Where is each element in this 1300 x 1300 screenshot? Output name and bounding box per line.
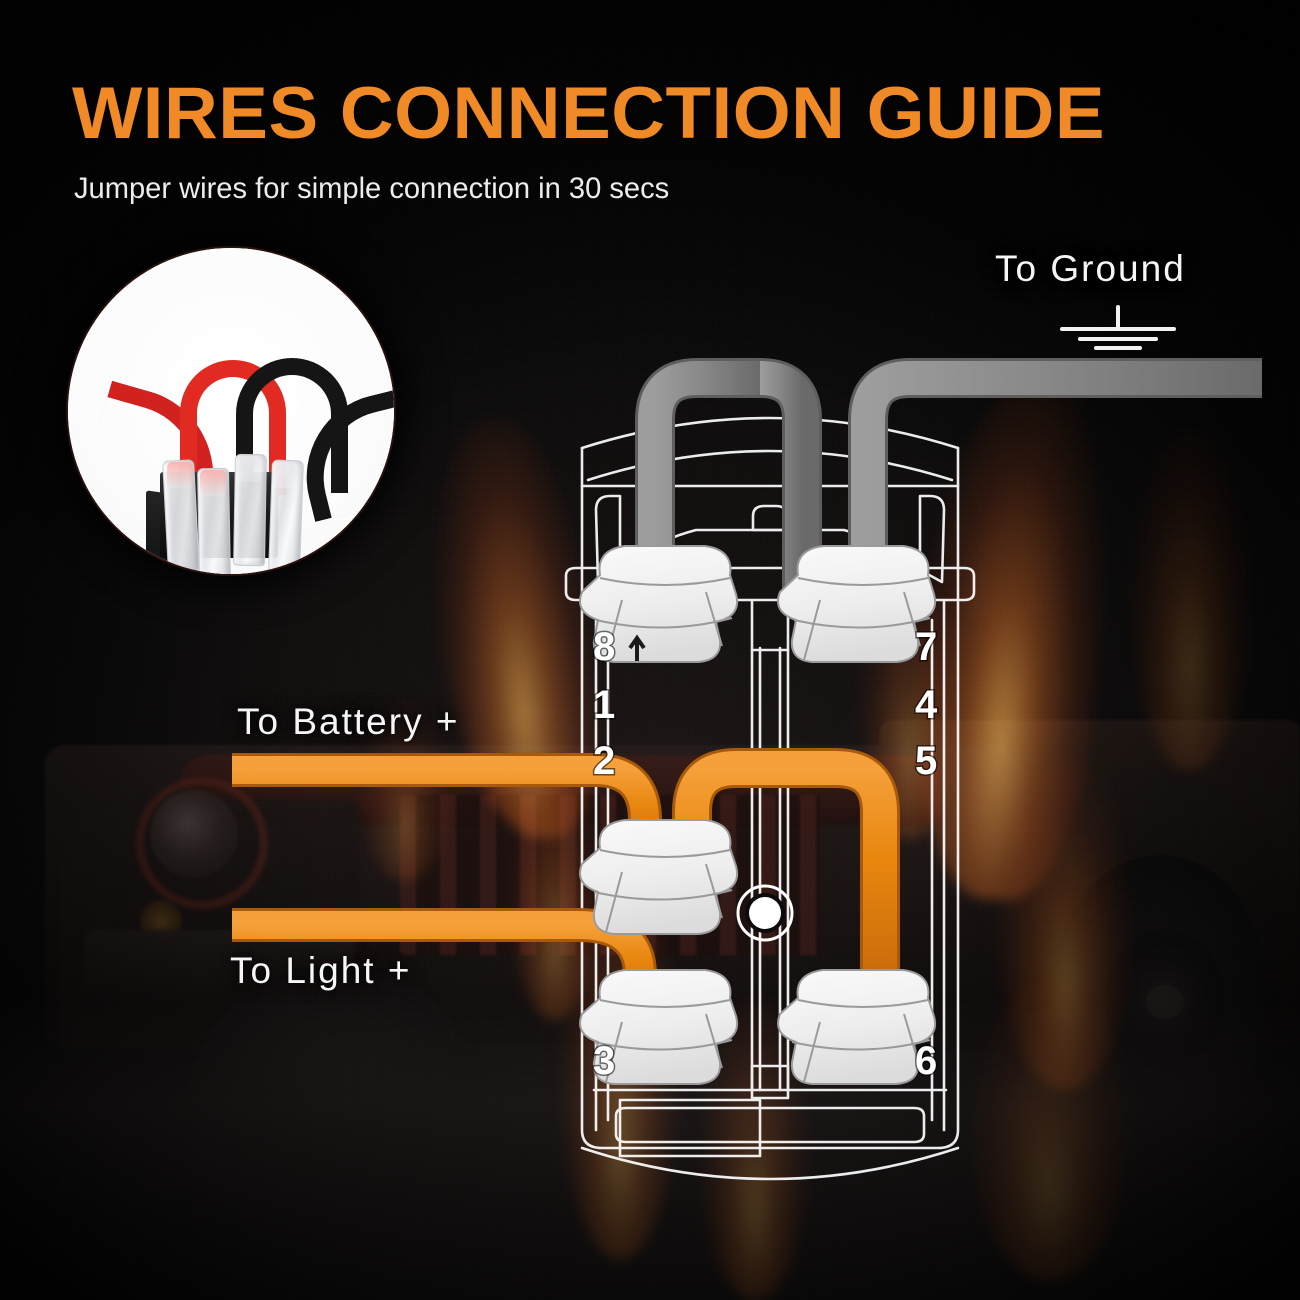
jumper-wires-inset-photo: [68, 248, 394, 574]
battery-wire: [232, 753, 662, 860]
spade-neck: [167, 462, 193, 488]
ground-symbol-icon: [1060, 305, 1176, 350]
spade-neck: [272, 462, 298, 488]
label-to-light: To Light +: [230, 950, 412, 991]
spade-neck: [236, 456, 262, 482]
connector-2: [579, 819, 738, 935]
label-to-battery: To Battery +: [237, 701, 460, 742]
ground-wire-to-ground-symbol: [848, 358, 1262, 600]
connector-3: [579, 969, 738, 1085]
terminal-label-6: 6: [915, 1039, 937, 1083]
spade-neck: [200, 470, 226, 496]
ground-wire-left: [635, 358, 760, 600]
connector-8: [579, 545, 738, 663]
terminal-label-1: 1: [593, 683, 615, 727]
up-arrow-icon: [628, 634, 646, 661]
page-title: WIRES CONNECTION GUIDE: [72, 73, 1106, 154]
connector-7: [777, 545, 936, 663]
label-to-ground: To Ground: [995, 248, 1186, 289]
connector-6: [777, 969, 936, 1085]
terminal-label-4: 4: [915, 683, 938, 727]
terminal-label-3: 3: [593, 1039, 615, 1083]
terminal-label-5: 5: [915, 739, 937, 783]
page-subtitle: Jumper wires for simple connection in 30…: [74, 172, 670, 205]
ground-wire-right: [758, 358, 822, 600]
jumper-wire-2-to-5: [672, 748, 900, 1000]
terminal-label-7: 7: [915, 625, 937, 669]
terminal-label-8: 8: [593, 625, 615, 669]
terminal-label-2: 2: [593, 739, 615, 783]
